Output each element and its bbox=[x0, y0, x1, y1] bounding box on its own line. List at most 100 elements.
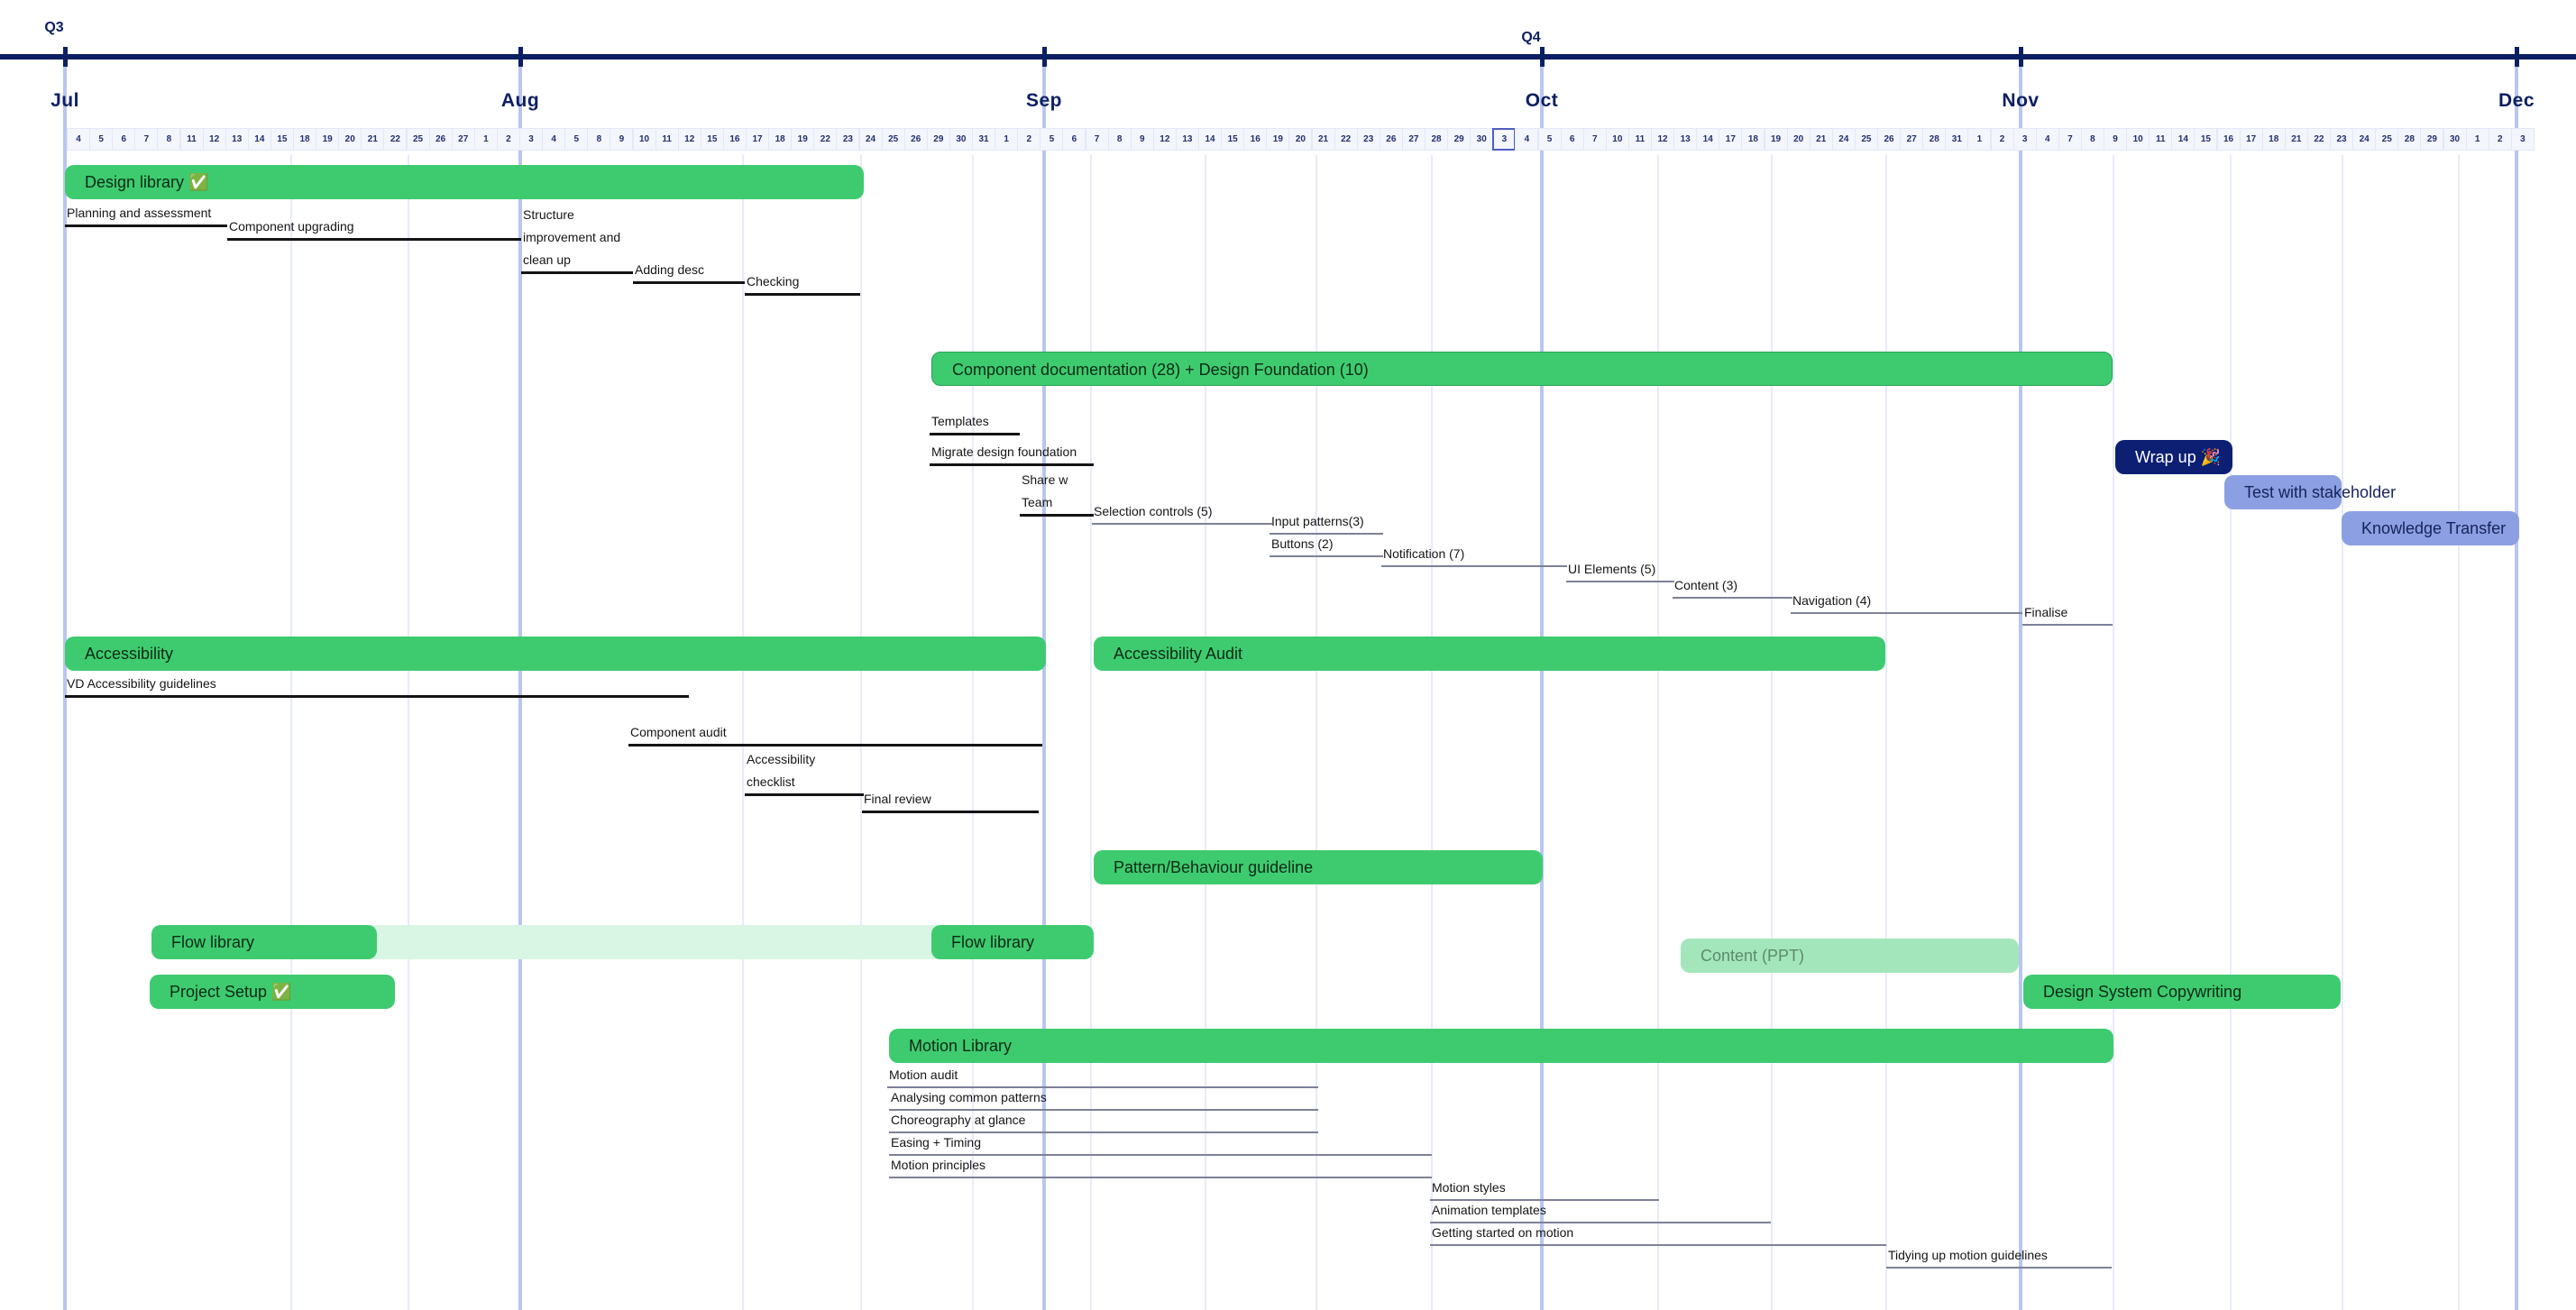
day-cell: 30 bbox=[1470, 128, 1494, 151]
task-item[interactable]: Motion principles bbox=[889, 1154, 1432, 1178]
task-label: Component audit bbox=[630, 725, 727, 739]
day-cell: 26 bbox=[1877, 128, 1902, 151]
task-label: Analysing common patterns bbox=[891, 1090, 1047, 1104]
flow-library-bar-2[interactable]: Flow library bbox=[931, 925, 1094, 959]
accessibility-bar[interactable]: Accessibility bbox=[65, 637, 1046, 671]
day-cell: 3 bbox=[519, 128, 544, 151]
task-item[interactable]: Analysing common patterns bbox=[889, 1086, 1318, 1111]
content-ppt-bar[interactable]: Content (PPT) bbox=[1681, 939, 2019, 973]
day-cell: 17 bbox=[1719, 128, 1743, 151]
task-item[interactable]: Tidying up motion guidelines bbox=[1886, 1244, 2112, 1269]
task-item[interactable]: Getting started on motion bbox=[1430, 1222, 1886, 1246]
task-label: Finalise bbox=[2024, 605, 2068, 619]
task-item[interactable]: Buttons (2) bbox=[1270, 533, 1383, 557]
day-cell: 8 bbox=[157, 128, 181, 151]
task-item[interactable]: Finalise bbox=[2022, 601, 2113, 626]
day-cell: 22 bbox=[1334, 128, 1358, 151]
task-item[interactable]: Templates bbox=[930, 410, 1020, 435]
task-label: Adding desc bbox=[635, 262, 705, 277]
design-system-copywriting-bar[interactable]: Design System Copywriting bbox=[2023, 975, 2341, 1009]
month-label: Aug bbox=[500, 90, 540, 111]
flow-library-bar-1[interactable]: Flow library bbox=[151, 925, 377, 959]
wrap-up-bar[interactable]: Wrap up 🎉 bbox=[2115, 440, 2232, 474]
day-cell: 19 bbox=[1266, 128, 1290, 151]
task-item[interactable]: Structure improvement and clean up bbox=[521, 204, 633, 274]
day-cell: 5 bbox=[1537, 128, 1562, 151]
task-item[interactable]: Planning and assessment bbox=[65, 202, 227, 227]
task-item[interactable]: Component upgrading bbox=[227, 215, 521, 241]
top-rule bbox=[0, 54, 2576, 60]
task-label: Templates bbox=[931, 414, 989, 428]
motion-library-bar[interactable]: Motion Library bbox=[889, 1029, 2113, 1063]
month-label: Jul bbox=[50, 90, 79, 111]
day-cell: 2 bbox=[2488, 128, 2512, 151]
task-label: VD Accessibility guidelines bbox=[67, 676, 216, 691]
day-cell: 13 bbox=[1175, 128, 1199, 151]
day-cell: 1 bbox=[2465, 128, 2489, 151]
task-label: Migrate design foundation bbox=[931, 444, 1077, 459]
task-item[interactable]: VD Accessibility guidelines bbox=[65, 673, 689, 698]
week-gridline bbox=[2458, 155, 2460, 1310]
day-cell: 24 bbox=[858, 128, 883, 151]
month-tick bbox=[1540, 47, 1545, 67]
task-label: Animation templates bbox=[1432, 1203, 1546, 1217]
task-item[interactable]: Easing + Timing bbox=[889, 1131, 1432, 1156]
day-cell: 18 bbox=[1741, 128, 1765, 151]
task-item[interactable]: Migrate design foundation bbox=[930, 441, 1094, 466]
day-cell: 11 bbox=[655, 128, 679, 151]
day-cell: 31 bbox=[972, 128, 996, 151]
task-item[interactable]: Choreography at glance bbox=[889, 1109, 1318, 1133]
task-item[interactable]: Motion styles bbox=[1430, 1177, 1659, 1201]
task-item[interactable]: Share w Team bbox=[1020, 469, 1094, 517]
task-item[interactable]: Final review bbox=[862, 788, 1039, 813]
day-cell: 12 bbox=[1152, 128, 1177, 151]
day-cell: 25 bbox=[881, 128, 905, 151]
task-item[interactable]: Input patterns(3) bbox=[1270, 510, 1383, 535]
day-cell: 28 bbox=[1922, 128, 1947, 151]
week-gridline bbox=[1316, 155, 1317, 1310]
component-documentation-bar[interactable]: Component documentation (28) + Design Fo… bbox=[931, 352, 2113, 386]
day-cell: 2 bbox=[496, 128, 520, 151]
task-item[interactable]: Motion audit bbox=[887, 1064, 1318, 1088]
task-item[interactable]: Adding desc bbox=[633, 259, 745, 284]
accessibility-audit-bar[interactable]: Accessibility Audit bbox=[1094, 637, 1885, 671]
day-cell: 9 bbox=[2104, 128, 2128, 151]
day-cell: 13 bbox=[1673, 128, 1698, 151]
week-gridline bbox=[1771, 155, 1773, 1310]
project-setup-bar[interactable]: Project Setup ✅ bbox=[150, 975, 395, 1009]
pattern-behaviour-guideline-bar[interactable]: Pattern/Behaviour guideline bbox=[1094, 850, 1543, 884]
task-item[interactable]: Accessibility checklist bbox=[745, 748, 864, 796]
day-cell: 13 bbox=[225, 128, 249, 151]
week-gridline bbox=[1090, 155, 1092, 1310]
task-item[interactable]: Checking bbox=[745, 270, 860, 296]
day-cell: 23 bbox=[836, 128, 860, 151]
task-item[interactable]: Notification (7) bbox=[1381, 543, 1567, 567]
day-cell: 15 bbox=[700, 128, 724, 151]
day-cell: 15 bbox=[1221, 128, 1245, 151]
week-gridline bbox=[742, 155, 744, 1310]
day-cell: 10 bbox=[2126, 128, 2150, 151]
day-cell: 19 bbox=[316, 128, 340, 151]
task-item[interactable]: Selection controls (5) bbox=[1092, 500, 1272, 525]
task-item[interactable]: UI Elements (5) bbox=[1566, 558, 1674, 582]
week-gridline bbox=[1657, 155, 1659, 1310]
task-item[interactable]: Animation templates bbox=[1430, 1199, 1771, 1223]
day-cell: 25 bbox=[406, 128, 430, 151]
day-cell: 23 bbox=[2330, 128, 2354, 151]
task-item[interactable]: Component audit bbox=[628, 721, 1042, 747]
day-cell: 11 bbox=[2149, 128, 2173, 151]
day-cell: 24 bbox=[1831, 128, 1856, 151]
design-library-bar[interactable]: Design library ✅ bbox=[65, 165, 864, 199]
task-label: Content (3) bbox=[1674, 578, 1738, 592]
day-cell: 26 bbox=[903, 128, 928, 151]
day-cell: 18 bbox=[293, 128, 317, 151]
task-item[interactable]: Navigation (4) bbox=[1791, 590, 2022, 614]
day-cell: 4 bbox=[2035, 128, 2059, 151]
task-item[interactable]: Content (3) bbox=[1673, 574, 1792, 599]
knowledge-transfer-bar[interactable]: Knowledge Transfer bbox=[2342, 511, 2519, 545]
month-tick bbox=[1042, 47, 1047, 67]
day-cell: 15 bbox=[270, 128, 294, 151]
test-with-stakeholder-bar[interactable]: Test with stakeholder bbox=[2224, 475, 2396, 509]
day-cell: 3 bbox=[1492, 128, 1517, 151]
day-cell: 29 bbox=[926, 128, 950, 151]
